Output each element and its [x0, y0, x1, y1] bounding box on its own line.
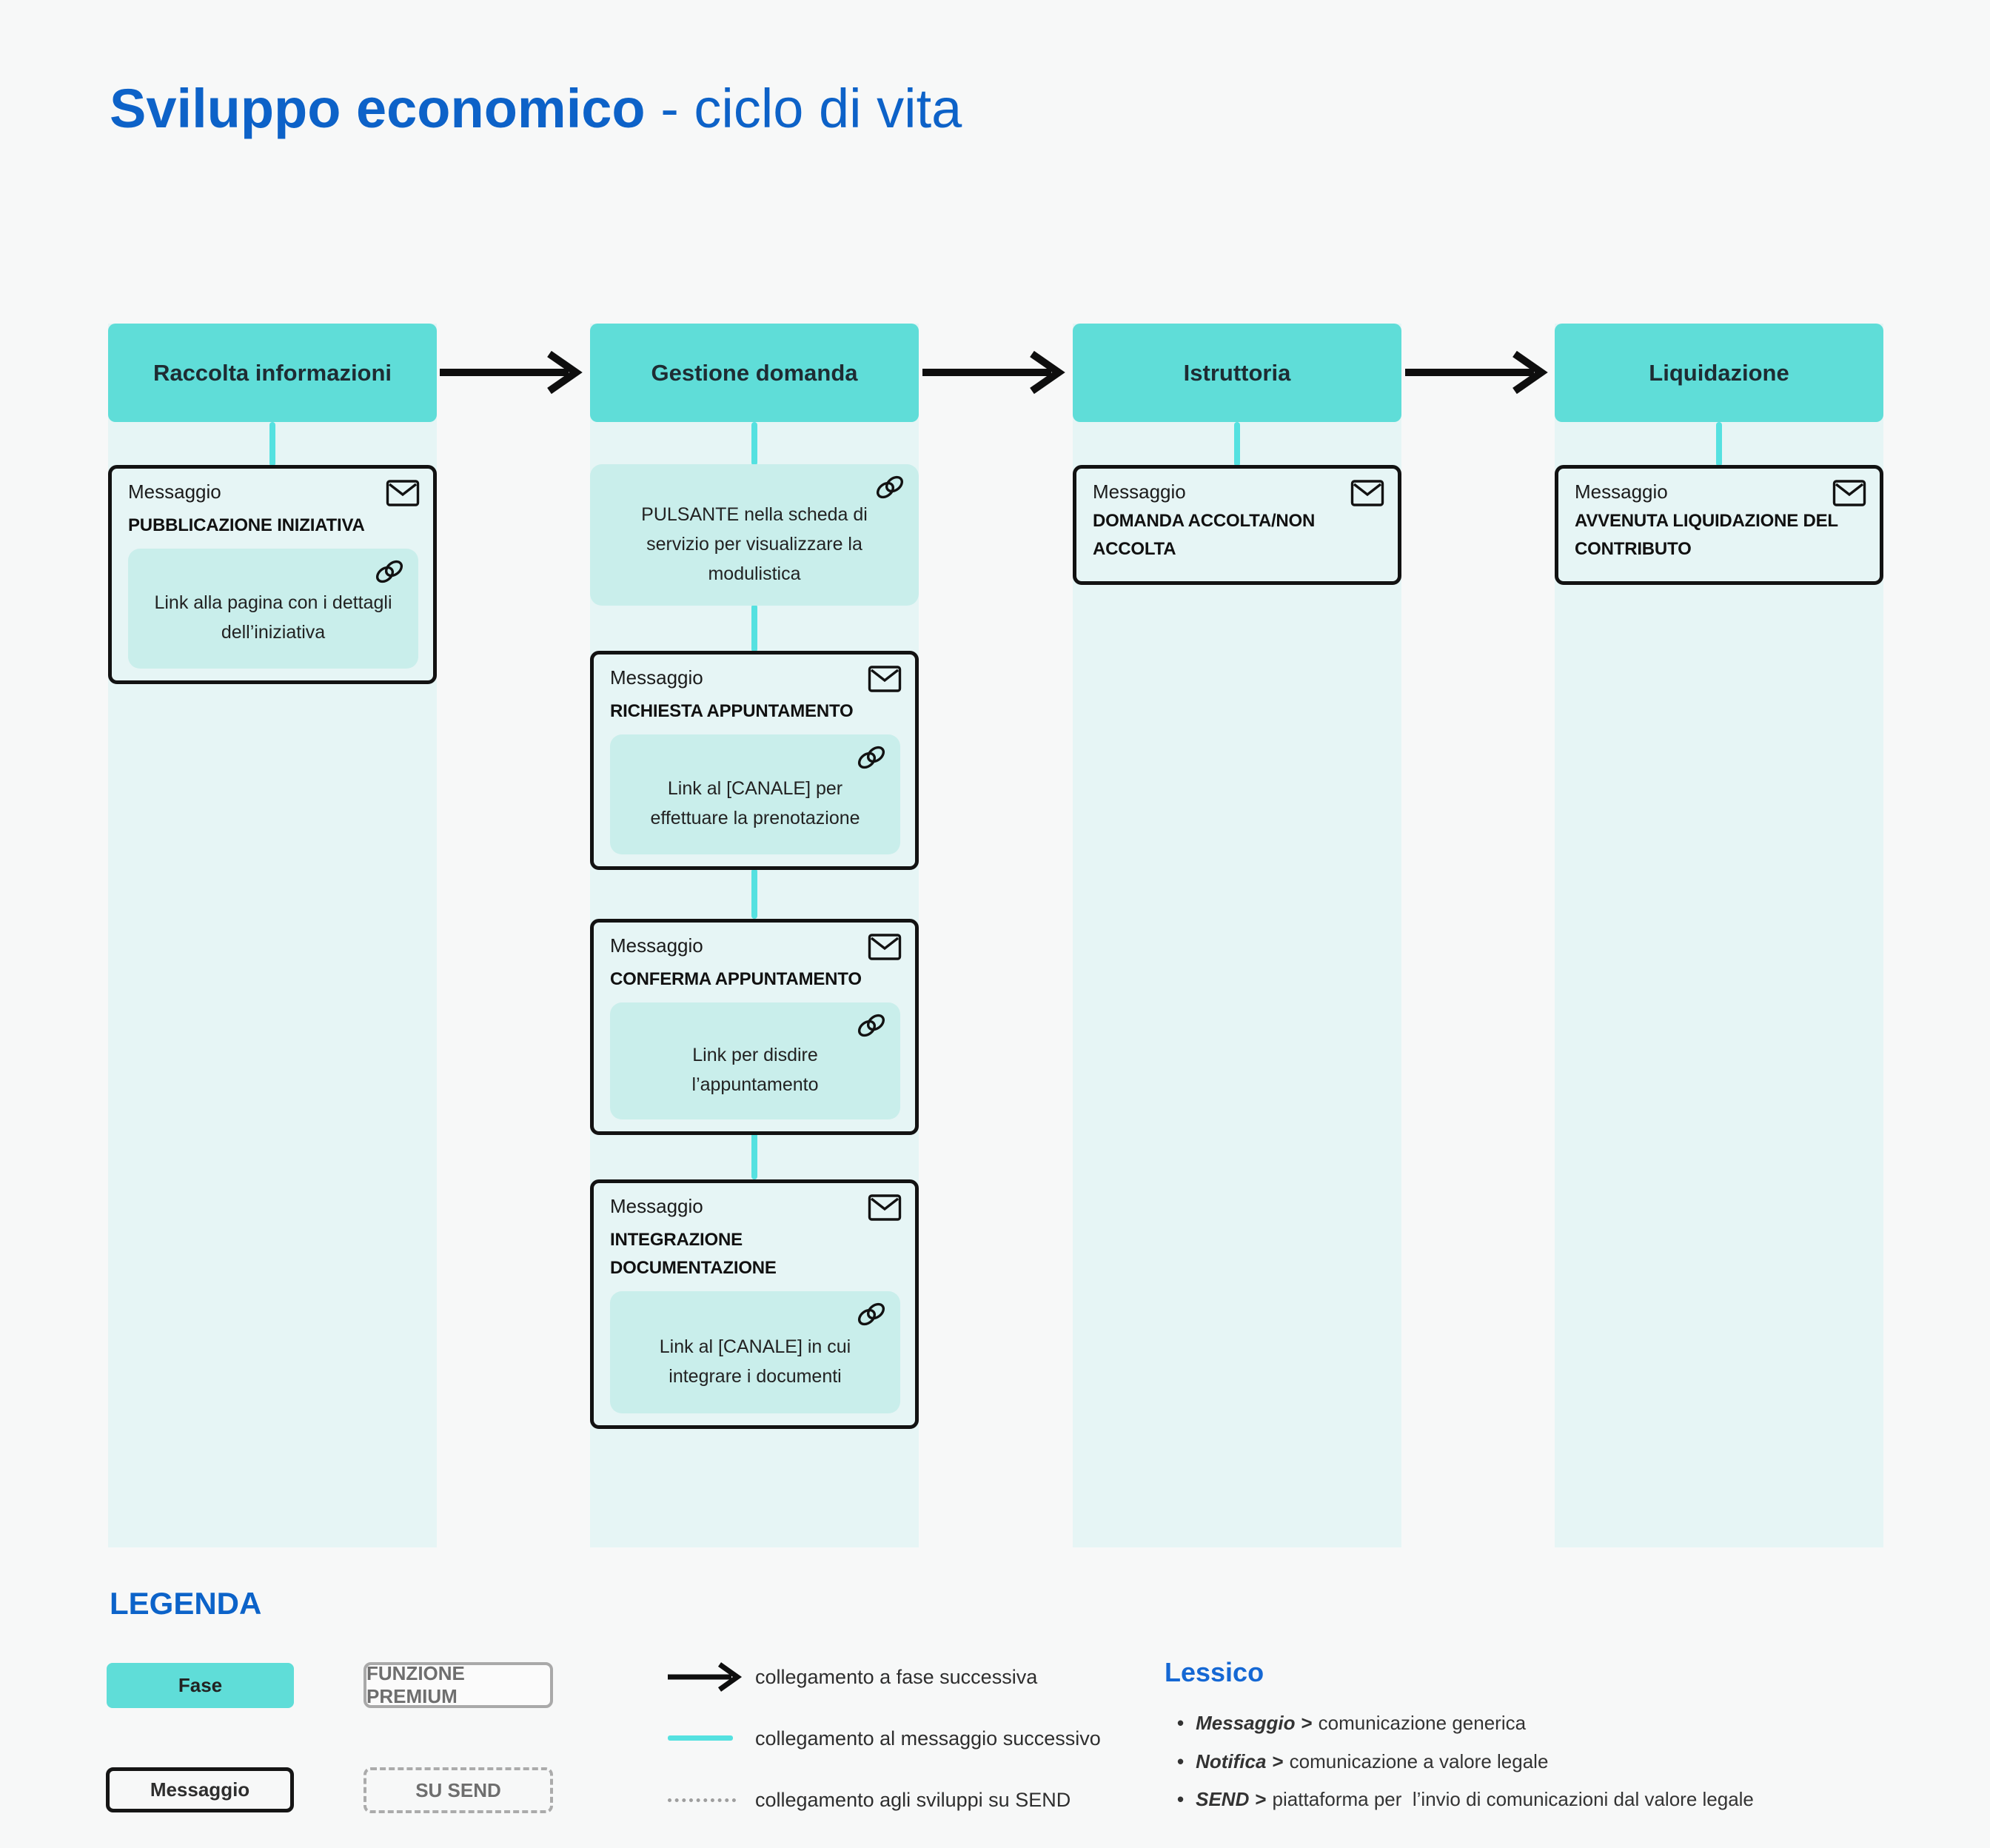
- legend-arrow-label: collegamento a fase successiva: [755, 1666, 1038, 1688]
- connector-line: [751, 1132, 757, 1179]
- link-icon: [857, 1014, 885, 1037]
- legend-teal-line: [668, 1735, 733, 1741]
- lessico-entry-send: • SEND>piattaforma per l’invio di comunic…: [1177, 1788, 1754, 1811]
- lessico-term: SEND: [1196, 1788, 1250, 1810]
- lessico-separator: >: [1301, 1712, 1313, 1734]
- message-kind-label: Messaggio: [610, 666, 703, 689]
- link-block: Link per disdire l’appuntamento: [610, 1002, 900, 1119]
- link-block-text: Link per disdire l’appuntamento: [691, 1045, 819, 1095]
- link-block: Link al [CANALE] in cui integrare i docu…: [610, 1291, 900, 1413]
- link-icon: [876, 475, 904, 499]
- lessico-term: Messaggio: [1196, 1712, 1296, 1734]
- lessico-definition: comunicazione generica: [1318, 1712, 1527, 1734]
- legend-messaggio-box: Messaggio: [106, 1767, 294, 1812]
- lessico-heading: Lessico: [1165, 1657, 1264, 1687]
- message-title: DOMANDA ACCOLTA/NON ACCOLTA: [1093, 511, 1316, 559]
- message-title: RICHIESTA APPUNTAMENTO: [610, 701, 854, 721]
- legend-heading: LEGENDA: [110, 1586, 262, 1621]
- link-block-pulsante: PULSANTE nella scheda di servizio per vi…: [590, 464, 919, 606]
- link-icon: [375, 560, 403, 583]
- lessico-entry-notifica: • Notifica>comunicazione a valore legale: [1177, 1750, 1548, 1773]
- message-kind-label: Messaggio: [1575, 481, 1668, 503]
- legend-arrow-icon: [668, 1662, 743, 1692]
- lessico-term: Notifica: [1196, 1750, 1267, 1772]
- page-title: Sviluppo economico - ciclo di vita: [110, 77, 962, 140]
- phase-arrow-icon: [440, 350, 583, 395]
- link-block: Link alla pagina con i dettagli dell’ini…: [128, 549, 418, 669]
- link-block-text: Link al [CANALE] in cui integrare i docu…: [659, 1336, 851, 1387]
- link-block-text: Link al [CANALE] per effettuare la preno…: [650, 778, 860, 828]
- envelope-icon: [868, 1194, 902, 1221]
- message-box-richiesta-appuntamento: Messaggio RICHIESTA APPUNTAMENTO Link al…: [590, 651, 919, 870]
- message-title: INTEGRAZIONE DOCUMENTAZIONE: [610, 1230, 777, 1278]
- link-icon: [857, 746, 885, 769]
- link-block-text: PULSANTE nella scheda di servizio per vi…: [641, 503, 868, 584]
- legend-fase-box: Fase: [107, 1663, 294, 1708]
- link-icon: [857, 1302, 885, 1326]
- phase-header-raccolta: Raccolta informazioni: [108, 324, 437, 422]
- legend-dotted-line-label: collegamento agli sviluppi su SEND: [755, 1789, 1071, 1811]
- message-title: PUBBLICAZIONE INIZIATIVA: [128, 515, 365, 535]
- phase-header-liquidazione: Liquidazione: [1555, 324, 1883, 422]
- lessico-entry-messaggio: • Messaggio>comunicazione generica: [1177, 1712, 1526, 1735]
- message-box-conferma-appuntamento: Messaggio CONFERMA APPUNTAMENTO Link per…: [590, 919, 919, 1135]
- message-title: AVVENUTA LIQUIDAZIONE DEL CONTRIBUTO: [1575, 511, 1838, 559]
- message-title: CONFERMA APPUNTAMENTO: [610, 969, 862, 989]
- message-kind-label: Messaggio: [610, 1195, 703, 1217]
- envelope-icon: [1832, 480, 1866, 506]
- connector-line: [751, 868, 757, 919]
- message-kind-label: Messaggio: [610, 934, 703, 957]
- message-kind-label: Messaggio: [128, 481, 221, 503]
- legend-teal-line-label: collegamento al messaggio successivo: [755, 1727, 1101, 1750]
- connector-line: [751, 604, 757, 652]
- message-box-avvenuta-liquidazione: Messaggio AVVENUTA LIQUIDAZIONE DEL CONT…: [1555, 465, 1883, 585]
- lessico-definition: piattaforma per l’invio di comunicazioni…: [1272, 1788, 1754, 1810]
- connector-line: [1234, 422, 1240, 466]
- connector-line: [751, 422, 757, 466]
- phase-arrow-icon: [922, 350, 1065, 395]
- link-block-text: Link alla pagina con i dettagli dell’ini…: [154, 592, 392, 643]
- bullet-icon: •: [1177, 1712, 1185, 1734]
- page-title-bold: Sviluppo economico: [110, 78, 646, 139]
- legend-funzione-premium-box: FUNZIONE PREMIUM: [364, 1662, 553, 1708]
- lessico-definition: comunicazione a valore legale: [1289, 1750, 1549, 1772]
- lessico-separator: >: [1272, 1750, 1284, 1772]
- phase-header-gestione: Gestione domanda: [590, 324, 919, 422]
- message-box-pubblicazione-iniziativa: Messaggio PUBBLICAZIONE INIZIATIVA Link …: [108, 465, 437, 684]
- connector-line: [1716, 422, 1722, 466]
- lessico-separator: >: [1255, 1788, 1267, 1810]
- message-box-domanda-accolta: Messaggio DOMANDA ACCOLTA/NON ACCOLTA: [1073, 465, 1401, 585]
- envelope-icon: [386, 480, 420, 506]
- message-kind-label: Messaggio: [1093, 481, 1186, 503]
- phase-header-istruttoria: Istruttoria: [1073, 324, 1401, 422]
- legend-su-send-box: SU SEND: [364, 1767, 553, 1813]
- connector-line: [269, 422, 275, 466]
- legend-dotted-line: [668, 1798, 736, 1802]
- envelope-icon: [868, 666, 902, 692]
- phase-arrow-icon: [1405, 350, 1548, 395]
- bullet-icon: •: [1177, 1788, 1185, 1810]
- envelope-icon: [1350, 480, 1384, 506]
- envelope-icon: [868, 934, 902, 960]
- message-box-integrazione-documentazione: Messaggio INTEGRAZIONE DOCUMENTAZIONE Li…: [590, 1179, 919, 1429]
- page-title-light: - ciclo di vita: [645, 78, 962, 139]
- bullet-icon: •: [1177, 1750, 1185, 1772]
- link-block: Link al [CANALE] per effettuare la preno…: [610, 734, 900, 854]
